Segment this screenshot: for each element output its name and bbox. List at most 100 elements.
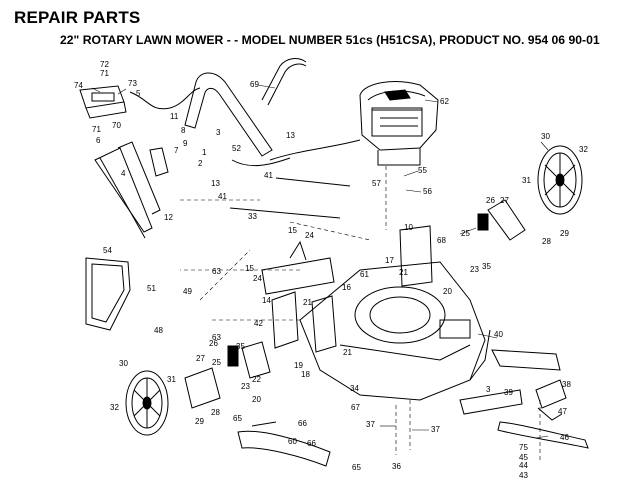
height-adjuster-left bbox=[184, 341, 271, 409]
rear-deflector bbox=[261, 240, 335, 295]
callout: 5 bbox=[136, 89, 141, 98]
callout: 24 bbox=[305, 231, 314, 240]
callout: 38 bbox=[562, 380, 571, 389]
rear-wheel-left bbox=[125, 370, 169, 436]
callout: 31 bbox=[167, 375, 176, 384]
callout: 18 bbox=[301, 370, 310, 379]
callout: 67 bbox=[351, 403, 360, 412]
rear-axle bbox=[229, 177, 351, 219]
engine bbox=[359, 81, 439, 166]
callout: 71 bbox=[92, 125, 101, 134]
handle-bracket bbox=[149, 147, 169, 177]
callout: 29 bbox=[560, 229, 569, 238]
assembly-lines bbox=[180, 166, 541, 460]
callout: 24 bbox=[253, 274, 262, 283]
callout: 69 bbox=[250, 80, 259, 89]
callout: 20 bbox=[252, 395, 261, 404]
upper-handle bbox=[184, 72, 273, 157]
callout: 7 bbox=[174, 146, 179, 155]
leader-lines bbox=[91, 84, 549, 439]
callout: 35 bbox=[236, 342, 245, 351]
callout: 63 bbox=[212, 267, 221, 276]
callout: 66 bbox=[307, 439, 316, 448]
callout: 36 bbox=[392, 462, 401, 471]
control-cable bbox=[129, 87, 201, 110]
callout: 21 bbox=[399, 268, 408, 277]
callout: 70 bbox=[112, 121, 121, 130]
callout: 21 bbox=[303, 298, 312, 307]
control-box bbox=[79, 85, 127, 119]
callout: 32 bbox=[110, 403, 119, 412]
callout: 8 bbox=[181, 126, 186, 135]
bail-bar bbox=[261, 58, 307, 106]
height-adjuster-right bbox=[477, 199, 526, 241]
callout: 32 bbox=[579, 145, 588, 154]
callout: 15 bbox=[288, 226, 297, 235]
callout: 17 bbox=[385, 256, 394, 265]
model-subtitle: 22" ROTARY LAWN MOWER - - MODEL NUMBER 5… bbox=[60, 33, 600, 47]
callout: 27 bbox=[500, 196, 509, 205]
callout: 1 bbox=[202, 148, 207, 157]
callout: 49 bbox=[183, 287, 192, 296]
callout: 54 bbox=[103, 246, 112, 255]
callout: 3 bbox=[216, 128, 221, 137]
callout: 14 bbox=[262, 296, 271, 305]
callout: 41 bbox=[218, 192, 227, 201]
callout: 61 bbox=[360, 270, 369, 279]
callout: 13 bbox=[211, 179, 220, 188]
callout: 4 bbox=[121, 169, 126, 178]
callout-labels: 72 71 74 73 5 70 71 6 69 62 8 3 11 9 13 … bbox=[74, 60, 588, 480]
mower-deck bbox=[299, 261, 491, 401]
callout: 29 bbox=[195, 417, 204, 426]
deck-bracket-left bbox=[271, 291, 337, 353]
grass-catcher-frame bbox=[85, 257, 131, 331]
callout: 40 bbox=[494, 330, 503, 339]
callout: 26 bbox=[486, 196, 495, 205]
callout: 48 bbox=[154, 326, 163, 335]
callout: 16 bbox=[342, 283, 351, 292]
page-title: REPAIR PARTS bbox=[14, 8, 141, 27]
callout: 66 bbox=[298, 419, 307, 428]
callout: 22 bbox=[252, 375, 261, 384]
blade bbox=[497, 421, 589, 449]
callout: 65 bbox=[352, 463, 361, 472]
callout: 46 bbox=[560, 433, 569, 442]
callout: 43 bbox=[519, 471, 528, 480]
callout: 72 bbox=[100, 60, 109, 69]
callout: 26 bbox=[209, 339, 218, 348]
callout: 41 bbox=[264, 171, 273, 180]
callout: 65 bbox=[233, 414, 242, 423]
callout: 23 bbox=[241, 382, 250, 391]
callout: 23 bbox=[470, 265, 479, 274]
callout: 63 bbox=[212, 333, 221, 342]
callout: 68 bbox=[437, 236, 446, 245]
callout: 75 bbox=[519, 443, 528, 452]
callout: 28 bbox=[542, 237, 551, 246]
callout: 73 bbox=[128, 79, 137, 88]
callout: 9 bbox=[183, 139, 188, 148]
callout: 30 bbox=[119, 359, 128, 368]
callout: 3 bbox=[486, 385, 491, 394]
callout: 25 bbox=[212, 358, 221, 367]
callout: 37 bbox=[431, 425, 440, 434]
callout: 56 bbox=[423, 187, 432, 196]
callout: 62 bbox=[440, 97, 449, 106]
callout: 6 bbox=[96, 136, 101, 145]
callout: 31 bbox=[522, 176, 531, 185]
callout: 15 bbox=[245, 264, 254, 273]
deflector-door bbox=[459, 349, 561, 415]
callout: 39 bbox=[504, 388, 513, 397]
callout: 51 bbox=[147, 284, 156, 293]
lower-handle bbox=[94, 141, 161, 239]
rear-wheel-right bbox=[537, 145, 583, 215]
callout: 30 bbox=[541, 132, 550, 141]
callout: 55 bbox=[418, 166, 427, 175]
callout: 2 bbox=[198, 159, 203, 168]
callout: 27 bbox=[196, 354, 205, 363]
callout: 10 bbox=[404, 223, 413, 232]
callout: 34 bbox=[350, 384, 359, 393]
callout: 44 bbox=[519, 461, 528, 470]
callout: 35 bbox=[482, 262, 491, 271]
callout: 33 bbox=[248, 212, 257, 221]
